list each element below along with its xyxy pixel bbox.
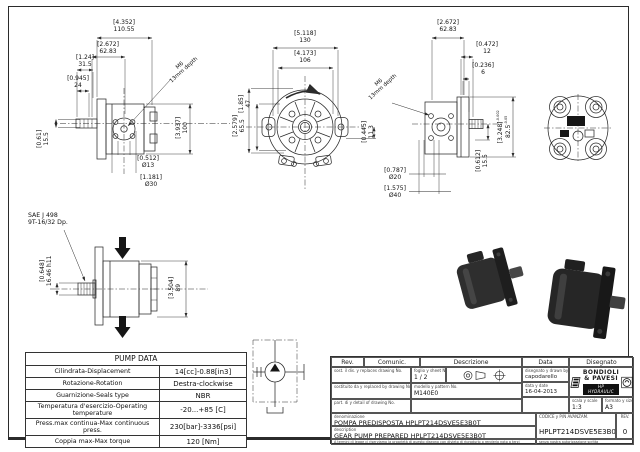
flow-arrow-out <box>114 316 131 338</box>
row-label: Press.max continua-Max continuous press. <box>26 419 160 435</box>
back-face-view <box>544 94 612 162</box>
hydraulic-pump-symbol <box>252 339 305 414</box>
drawing-code: HPLPT214DSVE5E3B00 <box>539 427 616 436</box>
rotation-direction-arrow <box>285 83 321 99</box>
header-comunic: Comunic. <box>364 357 420 367</box>
sheet-cell: foglio y sheet No. 1 / 2 <box>411 367 446 383</box>
logo-line2: & PAVESI <box>584 375 618 382</box>
pump-data-table: PUMP DATA Cilindrata-Displacement 14[cc]… <box>25 352 247 448</box>
header-rev: Rev. <box>331 357 364 367</box>
dim-side-dia-13: [0.512] Ø13 <box>137 155 159 169</box>
projection-symbols-cell <box>446 367 522 383</box>
dim-side-15: [0.61] 15.5 <box>36 129 50 148</box>
description-it: POMPA PREDISPOSTA HPLPT214DSVE5E3B0T <box>334 418 481 426</box>
dim-rear-6: [0.236] 6 <box>472 62 494 76</box>
row-label: Rotazione-Rotation <box>26 378 160 389</box>
row-value: Destra-clockwise <box>173 379 233 388</box>
front-view <box>246 46 451 194</box>
dim-rear-12: [0.472] 12 <box>476 41 498 55</box>
logo-line1: BONDIOLI <box>582 368 620 376</box>
date-cell: data y date 16-04-2013 <box>522 382 569 397</box>
description-en: GEAR PUMP PREPARED HPLPT214DSVE5E3B0T <box>334 431 486 439</box>
shaft-view <box>50 229 208 338</box>
legal-note-cell: A termini di legge ci riserviamo la prop… <box>331 439 536 445</box>
description-it-cell: denominazione POMPA PREDISPOSTA HPLPT214… <box>331 413 536 426</box>
table-row: Rotazione-Rotation Destra-clockwise <box>26 378 246 390</box>
dim-dia-40: [1.575] Ø40 <box>384 185 406 199</box>
empty-cell <box>411 399 522 413</box>
size-cell: formato y size A3 <box>602 397 634 413</box>
logo-banner: HP HYDRAULIC <box>582 383 620 395</box>
replaced-by-cell: sostituito da y replaced by drawing No. <box>331 383 411 399</box>
row-value: 14[cc]-0.88[in3] <box>174 367 232 376</box>
rear-view <box>412 36 516 158</box>
dim-side-height-100: [3.937] 100 <box>175 116 189 139</box>
pump-3d-render-small <box>456 247 524 309</box>
dim-front-130: [5.118] 130 <box>294 30 316 44</box>
header-disegnato: Disegnato <box>569 357 634 367</box>
replaces-cell: sost. il dis. y replaces drawing No. <box>331 367 411 383</box>
row-value: -20...+85 [C] <box>180 406 226 414</box>
side-view <box>54 36 230 174</box>
dim-shaft-dia: [0.648] 16.46 h11 <box>39 255 53 287</box>
header-data: Data <box>522 357 569 367</box>
table-row: Guarnizione-Seals type NBR <box>26 390 246 402</box>
title-block: Rev. Comunic. Descrizione Data Disegnato… <box>330 356 634 445</box>
code-cell: CODICE y P/N AVANZAM. HPLPT214DSVE5E3B00 <box>536 413 616 439</box>
spline-callout: SAE J 498 9T-16/32 Dp. <box>28 212 68 226</box>
dim-side-total: [4.352] 110.55 <box>113 19 135 33</box>
dim-side-31: [1.24] 31.5 <box>75 54 95 68</box>
dim-shaft-89: [3.504] 89 <box>168 276 182 299</box>
logo-cell: BONDIOLI & PAVESI HP HYDRAULIC <box>569 367 634 397</box>
scale-cell: scala y scale 1:3 <box>569 397 602 413</box>
table-row: Cilindrata-Displacement 14[cc]-0.88[in3] <box>26 366 246 378</box>
row-value: 230[bar]-3336[psi] <box>169 423 237 431</box>
dim-rear-82: [3.248]-0.002 82.5-0.05 <box>496 110 512 144</box>
table-row: Press.max continua-Max continuous press.… <box>26 419 246 436</box>
row-label: Guarnizione-Seals type <box>26 390 160 401</box>
table-row: Temperatura d'esercizio-Operating temper… <box>26 402 246 419</box>
pump-3d-render-large <box>547 259 626 340</box>
dim-side-62: [2.672] 62.83 <box>97 41 119 55</box>
dim-side-24: [0.945] 24 <box>67 75 89 89</box>
pump-data-title: PUMP DATA <box>26 353 246 366</box>
dim-dia-20: [0.787] Ø20 <box>384 167 406 181</box>
row-label: Cilindrata-Displacement <box>26 366 160 377</box>
bondioli-stripes-logo-icon <box>570 376 581 388</box>
first-angle-projection-icon <box>463 370 485 380</box>
row-value: 120 [Nm] <box>186 437 220 446</box>
drawn-by-cell: disegnato y drawn by capodarello <box>522 367 569 382</box>
dim-side-dia-30: [1.181] Ø30 <box>140 174 162 188</box>
table-row: Coppia max-Max torque 120 [Nm] <box>26 436 246 447</box>
row-value: NBR <box>195 391 211 400</box>
dim-front-106: [4.173] 106 <box>294 50 316 64</box>
dim-rear-62: [2.672] 62.83 <box>437 19 459 33</box>
row-label: Coppia max-Max torque <box>26 436 160 447</box>
row-label: Temperatura d'esercizio-Operating temper… <box>26 402 160 418</box>
drawing-frame <box>8 6 629 440</box>
header-descrizione: Descrizione <box>420 357 522 367</box>
detail-of-cell: part. di y detail of drawing No. <box>331 399 411 413</box>
dim-rear-15: [0.612] 15.5 <box>475 149 489 172</box>
flow-arrow-in <box>114 237 131 259</box>
rev-cell: REV. 0 <box>616 413 634 439</box>
description-en-cell: description GEAR PUMP PREPARED HPLPT214D… <box>331 426 536 439</box>
dim-front-11: [0.445] 11.3 <box>361 120 375 143</box>
empty-cell <box>522 397 569 413</box>
model-cell: modello y pattern No. M140E0 <box>411 383 522 399</box>
legal-note-cell-2: senza nostra autorizzazione scritta <box>536 439 634 445</box>
bondioli-emblem-icon <box>621 376 633 388</box>
dim-front-65: [2.579] 65.5 <box>232 114 246 137</box>
revision-value: 0 <box>622 427 628 436</box>
datum-target-icon <box>493 369 505 381</box>
